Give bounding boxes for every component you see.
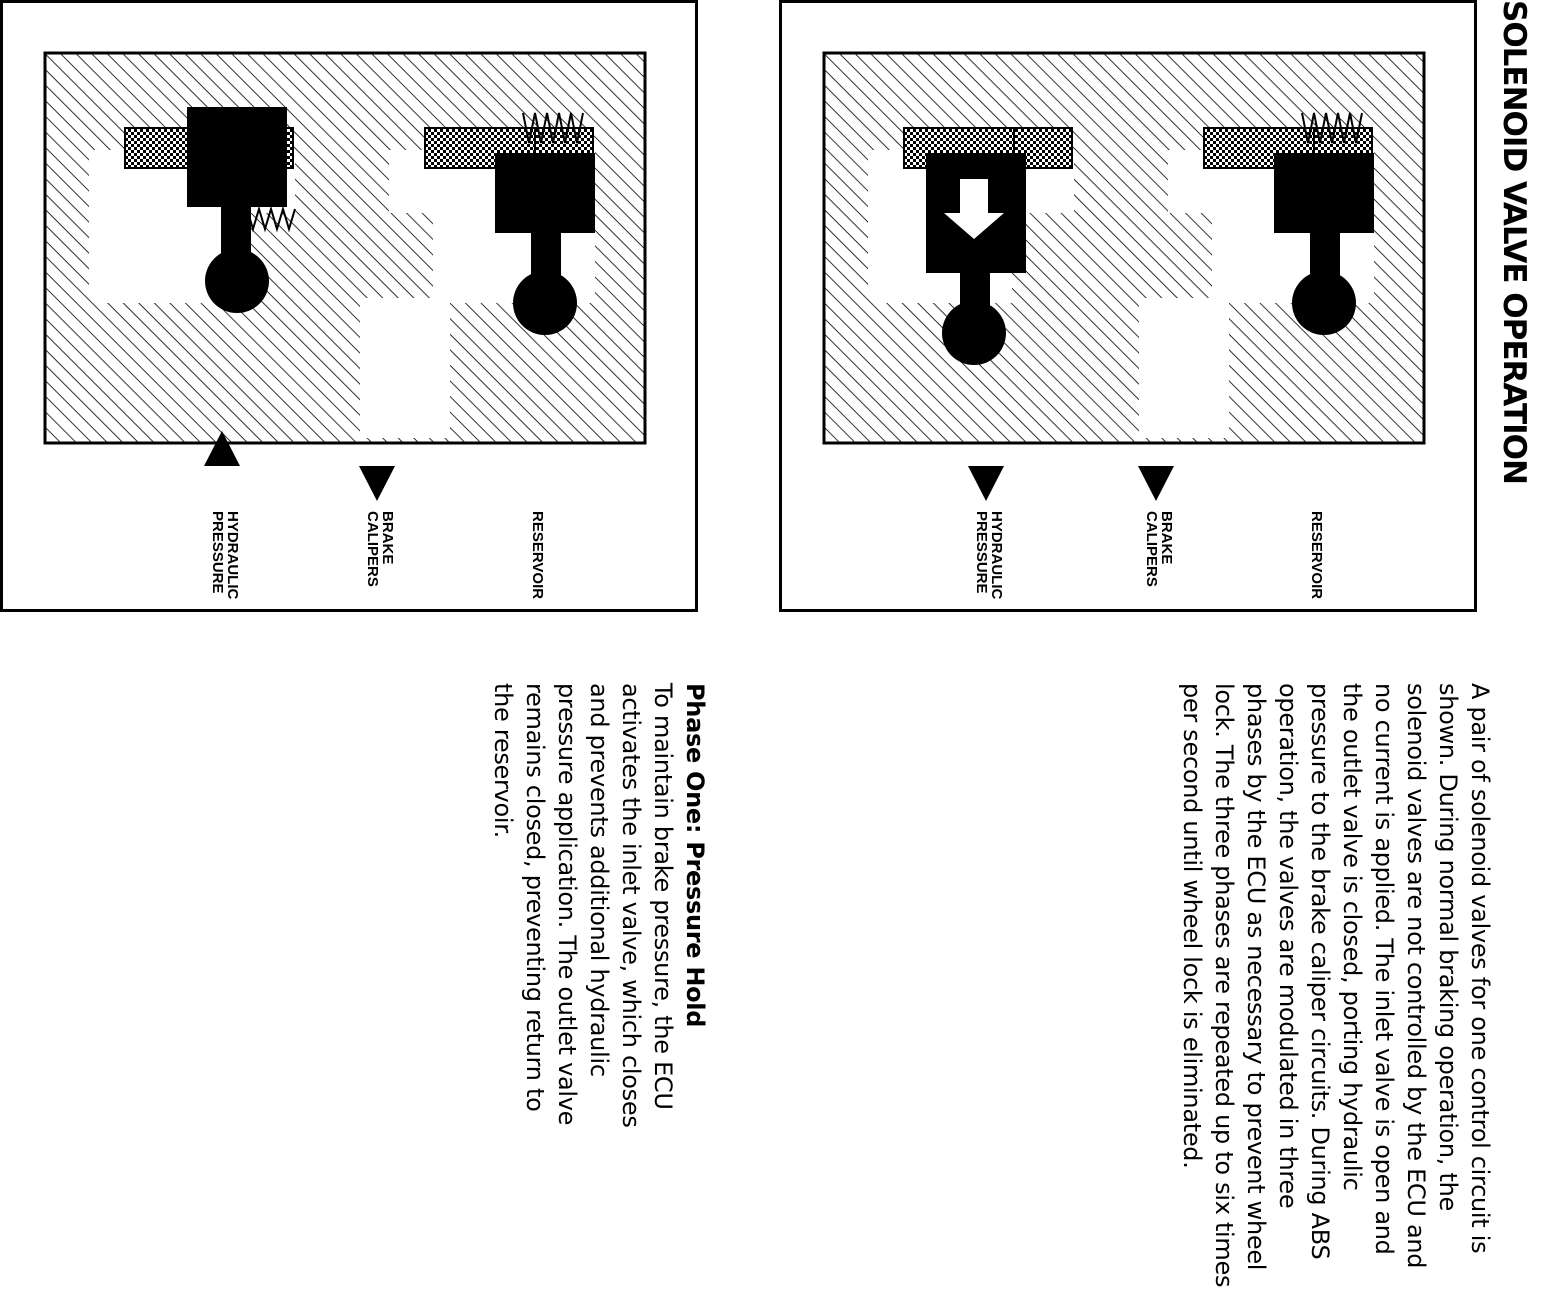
- phase-one-section: Phase One: Pressure Hold To maintain bra…: [487, 683, 711, 1133]
- outlet-plunger: [1274, 153, 1374, 335]
- triangle-arrow-icon: [968, 466, 1174, 501]
- valve-diagram-normal: [822, 51, 1426, 501]
- figure-pressure-hold: HYDRAULIC PRESSURE BRAKE CALIPERS RESERV…: [0, 0, 698, 612]
- triangle-arrow-icon: [204, 431, 395, 501]
- valve-diagram-hold: [43, 51, 647, 501]
- down-arrow-icon: [944, 179, 1004, 239]
- phase-one-text: To maintain brake pressure, the ECU acti…: [489, 683, 677, 1128]
- figure-normal-braking: HYDRAULIC PRESSURE BRAKE CALIPERS RESERV…: [779, 0, 1477, 612]
- spring-icon: [1301, 112, 1363, 144]
- intro-paragraph: A pair of solenoid valves for one contro…: [1178, 683, 1494, 1288]
- inlet-plunger-closed: [187, 107, 287, 313]
- label-reservoir: RESERVOIR: [1308, 511, 1325, 600]
- spring-icon: [522, 112, 584, 144]
- label-brake-calipers: BRAKE CALIPERS: [364, 511, 396, 587]
- spring-icon: [246, 205, 296, 233]
- label-hydraulic-pressure: HYDRAULIC PRESSURE: [209, 511, 241, 600]
- label-reservoir: RESERVOIR: [529, 511, 546, 600]
- phase-one-heading: Phase One: Pressure Hold: [681, 683, 709, 1028]
- label-brake-calipers: BRAKE CALIPERS: [1143, 511, 1175, 587]
- outlet-plunger: [495, 153, 595, 335]
- label-hydraulic-pressure: HYDRAULIC PRESSURE: [973, 511, 1005, 600]
- page-title: SOLENOID VALVE OPERATION: [1496, 0, 1532, 484]
